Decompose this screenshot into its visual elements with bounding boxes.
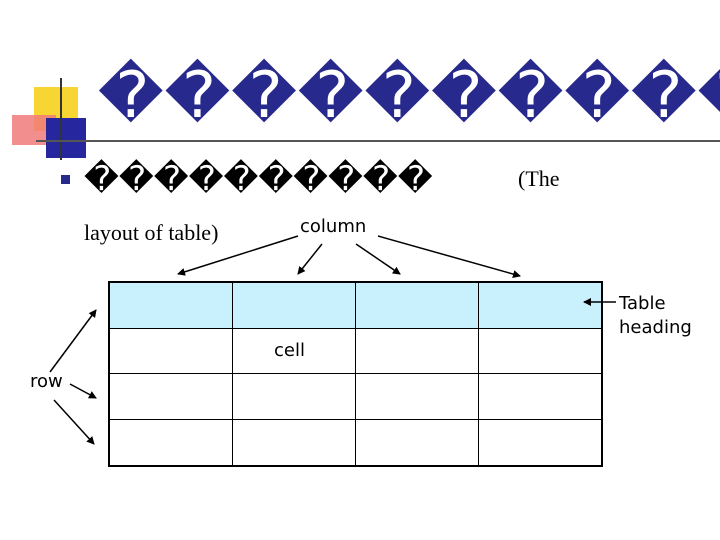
table-cell [355,419,479,467]
table-row [108,328,603,374]
bullet-text-english: (The [516,166,562,192]
slide-title: ������������ [98,59,720,133]
table-cell [478,419,603,467]
table-cell [232,373,356,420]
column-arrow [355,243,401,275]
bullet-text: ���������� [84,159,433,199]
row-label: row [30,371,63,392]
table-cell [108,419,233,467]
blue-square-decoration [46,118,86,158]
table-row [108,373,603,420]
table-cell [478,328,603,374]
table-cell [232,419,356,467]
table-cell [232,281,356,329]
table-cell [108,281,233,329]
table-cell [232,328,356,374]
table-row [108,419,603,467]
bullet-icon [61,175,70,184]
table-heading-label-line2: heading [619,317,692,338]
table-cell [478,281,603,329]
row-arrow [53,399,95,445]
vertical-rule [60,78,62,160]
column-arrow [377,235,521,278]
table-heading-label-line1: Table [619,293,666,314]
table-cell [355,281,479,329]
column-arrow [177,235,299,276]
table-diagram [108,281,603,467]
table-cell [355,373,479,420]
table-heading-row [108,281,603,329]
title-underline [36,140,720,142]
cell-label: cell [274,340,305,361]
table-cell [355,328,479,374]
column-label: column [300,216,367,237]
row-arrow [49,309,97,373]
row-arrow [69,383,97,399]
column-arrow [297,243,323,275]
table-heading-label: Table heading [619,292,692,340]
table-cell [478,373,603,420]
table-cell [108,373,233,420]
bullet-text-continuation: layout of table) [84,220,219,245]
